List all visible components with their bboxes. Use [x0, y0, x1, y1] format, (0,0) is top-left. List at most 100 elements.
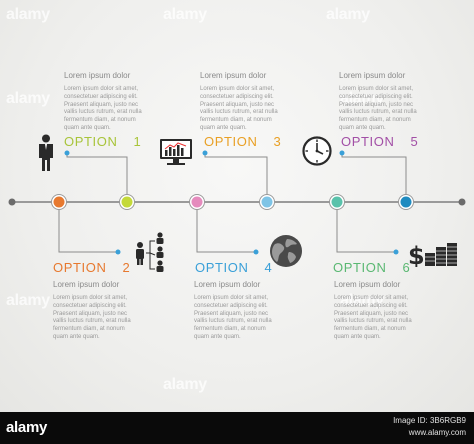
block-body: Lorem ipsum dolor sit amet, consectetuer…	[64, 86, 176, 133]
block-heading: Lorem ipsum dolor	[200, 71, 267, 80]
body-line: vallis luctus rutrum, erat nulla	[53, 318, 131, 325]
svg-text:$: $	[408, 242, 425, 267]
body-line: Praesent aliquam, justo nec	[200, 101, 275, 108]
connector-dot-4	[253, 249, 259, 255]
timeline-node-4	[261, 196, 273, 208]
connector-dot-5	[339, 150, 345, 156]
connector-dot-1	[64, 150, 70, 156]
connector-dot-2	[115, 249, 121, 255]
connector-1	[66, 153, 128, 195]
timeline-start-dot	[8, 198, 16, 206]
body-line: Lorem ipsum dolor sit amet,	[339, 86, 414, 92]
option-3-label: OPTION 3	[204, 134, 281, 149]
block-body: Lorem ipsum dolor sit amet, consectetuer…	[334, 295, 446, 342]
watermark: alamy	[340, 90, 384, 107]
clock-icon	[302, 136, 332, 166]
block-body: Lorem ipsum dolor sit amet, consectetuer…	[339, 86, 451, 133]
connector-dot-6	[393, 249, 399, 255]
option-number: 3	[273, 134, 282, 149]
block-heading: Lorem ipsum dolor	[194, 280, 261, 289]
watermark: alamy	[6, 6, 50, 23]
block-heading: Lorem ipsum dolor	[339, 71, 406, 80]
body-line: fermentum diam, at nonum	[194, 326, 266, 333]
option-number: 5	[410, 134, 419, 149]
body-line: quam ante quam.	[53, 333, 100, 340]
org-chart-icon	[136, 232, 164, 272]
timeline-node-2	[121, 196, 133, 208]
stock-footer: alamy Image ID: 3B6RGB9 www.alamy.com	[0, 412, 474, 444]
option-word: OPTION	[53, 260, 107, 275]
text-block-2: Lorem ipsum dolor Lorem ipsum dolor sit …	[53, 280, 165, 342]
watermark: alamy	[326, 6, 370, 23]
body-line: consectetuer adipiscing elit.	[200, 93, 274, 100]
timeline-node-3	[191, 196, 203, 208]
businessman-icon	[39, 134, 53, 171]
text-block-5: Lorem ipsum dolor Lorem ipsum dolor sit …	[339, 71, 451, 133]
body-line: Praesent aliquam, justo nec	[194, 310, 269, 317]
connector-6	[336, 209, 396, 253]
body-line: Lorem ipsum dolor sit amet,	[334, 295, 409, 301]
block-heading: Lorem ipsum dolor	[53, 280, 120, 289]
body-line: quam ante quam.	[194, 333, 241, 340]
block-body: Lorem ipsum dolor sit amet, consectetuer…	[53, 295, 165, 342]
option-word: OPTION	[333, 260, 387, 275]
body-line: consectetuer adipiscing elit.	[64, 93, 138, 100]
connector-3	[204, 153, 268, 195]
infographic-canvas: alamy alamy alamy alamy alamy alamy alam…	[0, 0, 474, 412]
option-1-label: OPTION 1	[64, 134, 141, 149]
timeline-node-6	[400, 196, 412, 208]
body-line: fermentum diam, at nonum	[339, 117, 411, 124]
body-line: fermentum diam, at nonum	[64, 117, 136, 124]
watermark: alamy	[6, 90, 50, 107]
body-line: vallis luctus rutrum, erat nulla	[200, 109, 278, 116]
option-word: OPTION	[195, 260, 249, 275]
body-line: quam ante quam.	[200, 124, 247, 131]
body-line: fermentum diam, at nonum	[200, 117, 272, 124]
watermark: alamy	[6, 292, 50, 309]
body-line: fermentum diam, at nonum	[334, 326, 406, 333]
site-url: www.alamy.com	[408, 428, 466, 437]
timeline-graphic	[8, 150, 466, 255]
option-2-label: OPTION 2	[53, 260, 130, 275]
text-block-4: Lorem ipsum dolor Lorem ipsum dolor sit …	[194, 280, 306, 342]
connector-dot-3	[202, 150, 208, 156]
footer-meta: Image ID: 3B6RGB9 www.alamy.com	[393, 415, 466, 439]
text-block-1: Lorem ipsum dolor Lorem ipsum dolor sit …	[64, 71, 176, 133]
body-line: vallis luctus rutrum, erat nulla	[194, 318, 272, 325]
timeline-node-5	[331, 196, 343, 208]
monitor-chart-icon	[160, 139, 192, 165]
text-block-6: Lorem ipsum dolor Lorem ipsum dolor sit …	[334, 280, 446, 342]
body-line: Lorem ipsum dolor sit amet,	[64, 86, 139, 92]
body-line: quam ante quam.	[339, 124, 386, 131]
money-stack-icon: $	[408, 242, 457, 267]
timeline-end-dot	[458, 198, 466, 206]
body-line: Lorem ipsum dolor sit amet,	[200, 86, 275, 92]
body-line: Lorem ipsum dolor sit amet,	[53, 295, 128, 301]
block-body: Lorem ipsum dolor sit amet, consectetuer…	[200, 86, 312, 133]
option-word: OPTION	[204, 134, 258, 149]
body-line: vallis luctus rutrum, erat nulla	[334, 318, 412, 325]
body-line: Lorem ipsum dolor sit amet,	[194, 295, 269, 301]
globe-icon	[270, 235, 302, 267]
option-number: 1	[133, 134, 142, 149]
body-line: vallis luctus rutrum, erat nulla	[339, 109, 417, 116]
option-word: OPTION	[64, 134, 118, 149]
block-heading: Lorem ipsum dolor	[334, 280, 401, 289]
body-line: consectetuer adipiscing elit.	[334, 302, 408, 309]
connector-4	[196, 209, 256, 253]
option-number: 2	[122, 260, 131, 275]
body-line: consectetuer adipiscing elit.	[194, 302, 268, 309]
body-line: Praesent aliquam, justo nec	[334, 310, 409, 317]
body-line: quam ante quam.	[334, 333, 381, 340]
timeline-node-1	[53, 196, 65, 208]
image-id: Image ID: 3B6RGB9	[393, 416, 466, 425]
block-body: Lorem ipsum dolor sit amet, consectetuer…	[194, 295, 306, 342]
text-block-3: Lorem ipsum dolor Lorem ipsum dolor sit …	[200, 71, 312, 133]
body-line: vallis luctus rutrum, erat nulla	[64, 109, 142, 116]
body-line: consectetuer adipiscing elit.	[339, 93, 413, 100]
body-line: Praesent aliquam, justo nec	[339, 101, 414, 108]
block-heading: Lorem ipsum dolor	[64, 71, 131, 80]
